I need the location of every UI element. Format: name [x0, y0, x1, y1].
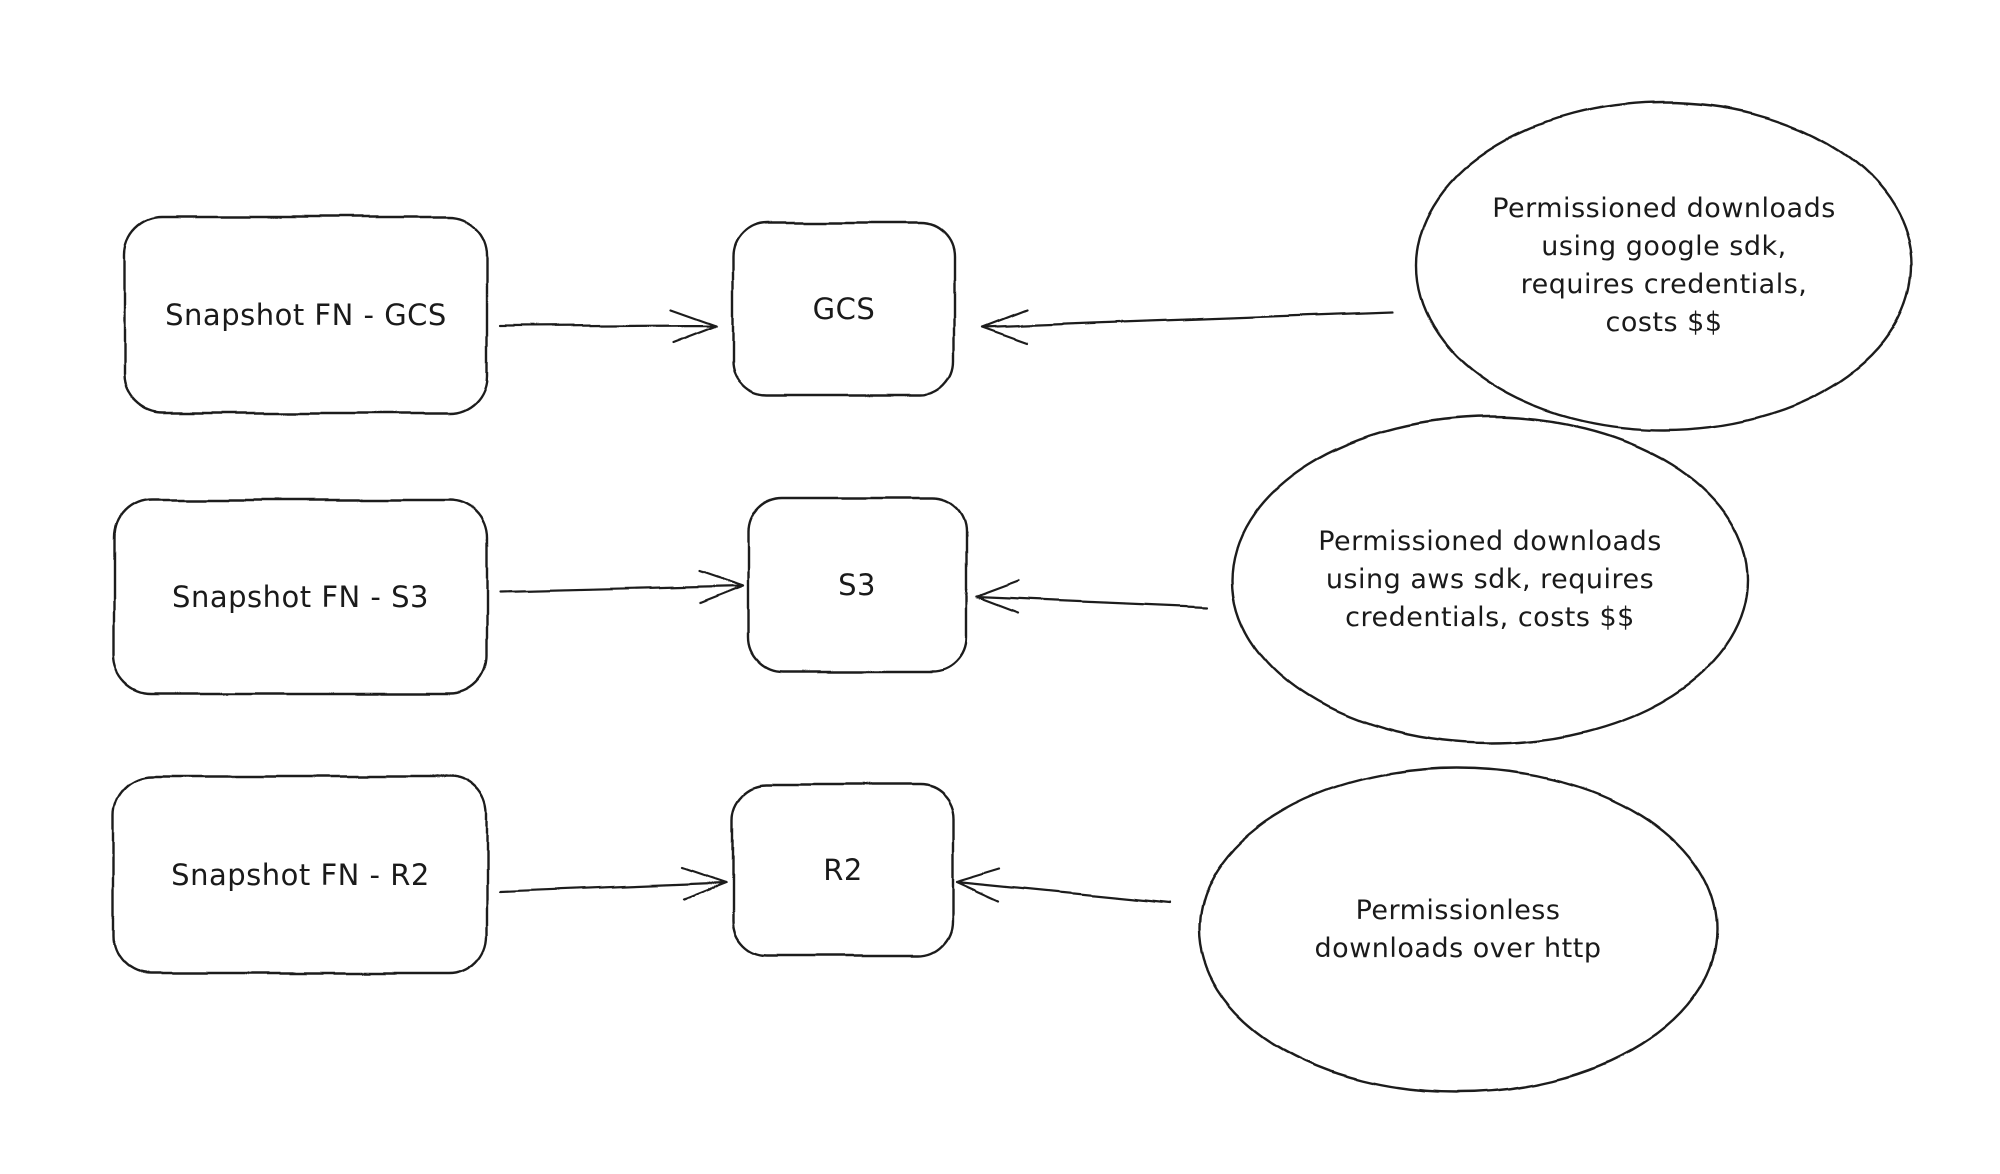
- snapshot-fn-gcs-label: Snapshot FN - GCS: [165, 298, 447, 332]
- snapshot-fn-gcs-box: [123, 215, 489, 415]
- snapshot-fn-s3-label: Snapshot FN - S3: [172, 579, 429, 614]
- arrow-s3-note-to-s3: [974, 579, 1209, 615]
- s3-box: [746, 496, 968, 674]
- snapshot-fn-r2-label: Snapshot FN - R2: [171, 858, 430, 892]
- arrow-r2-note-to-r2: [955, 867, 1172, 905]
- s3-label: S3: [838, 568, 876, 602]
- gcs-note-ellipse: [1414, 100, 1914, 432]
- snapshot-fn-s3-box: [112, 498, 489, 695]
- snapshot-fn-r2-box: [112, 775, 489, 975]
- s3-note-ellipse: [1230, 415, 1750, 745]
- arrow-snapshot-to-r2: [498, 866, 728, 902]
- gcs-box: [731, 221, 957, 397]
- r2-note-ellipse: [1197, 766, 1719, 1094]
- r2-note-label: Permissionless downloads over http: [1314, 895, 1602, 964]
- gcs-note-label: Permissioned downloads using google sdk,…: [1492, 193, 1836, 338]
- arrow-snapshot-to-s3: [498, 569, 745, 605]
- r2-label: R2: [823, 853, 863, 887]
- arrow-gcs-note-to-gcs: [980, 308, 1395, 345]
- arrow-snapshot-to-gcs: [498, 307, 719, 344]
- r2-box: [731, 783, 955, 957]
- s3-note-label: Permissioned downloads using aws sdk, re…: [1318, 526, 1662, 633]
- gcs-label: GCS: [812, 292, 876, 326]
